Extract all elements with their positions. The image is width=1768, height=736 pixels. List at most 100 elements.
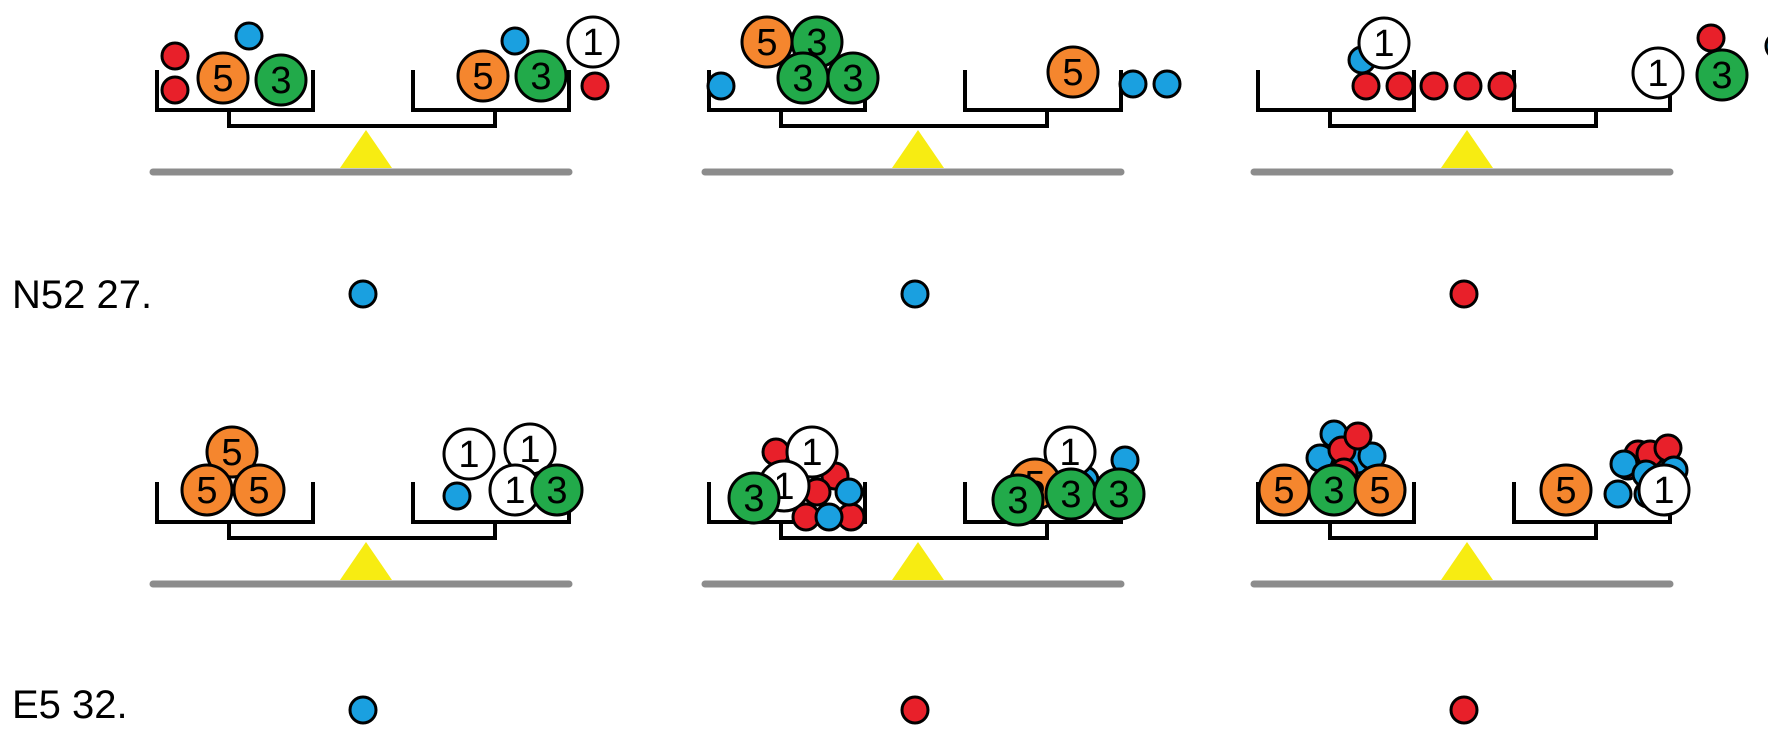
weight-5-ball	[205, 425, 259, 479]
beam	[779, 523, 1049, 540]
weight-1-ball-number: 1	[582, 22, 603, 64]
blue-ball	[1152, 69, 1182, 99]
weight-1-ball	[1631, 46, 1685, 100]
weight-3-ball-number: 3	[546, 470, 567, 512]
blue-ball	[500, 26, 530, 56]
weight-5-ball-number: 5	[212, 58, 233, 100]
weight-5-ball	[1539, 463, 1593, 517]
weight-5-ball	[1353, 463, 1407, 517]
weight-3-ball-number: 3	[792, 58, 813, 100]
weight-1-ball-number: 1	[1653, 470, 1674, 512]
answer-ball-2-1	[348, 695, 378, 725]
weight-5-ball-number: 5	[756, 22, 777, 64]
answer-ball-1-1	[348, 279, 378, 309]
weight-3-ball-number: 3	[1323, 470, 1344, 512]
weight-3-ball	[514, 49, 568, 103]
weight-3-ball-number: 3	[270, 60, 291, 102]
weight-3-ball-number: 3	[530, 56, 551, 98]
weight-5-ball	[1046, 45, 1100, 99]
red-ball	[160, 75, 190, 105]
weight-3-ball-number: 3	[1108, 474, 1129, 516]
weight-5-ball	[180, 463, 234, 517]
answer-ball-2-3	[1449, 695, 1479, 725]
beam	[1328, 523, 1598, 540]
weight-5-ball	[232, 463, 286, 517]
blue-ball	[814, 502, 844, 532]
left-pan-balls: 113	[727, 425, 866, 532]
right-pan-balls: 5	[1046, 45, 1182, 99]
beam	[779, 111, 1049, 128]
weight-1-ball-number: 1	[519, 429, 540, 471]
weight-1-ball	[1357, 16, 1411, 70]
weight-1-ball-number: 1	[504, 470, 525, 512]
weight-1-ball-number: 1	[458, 434, 479, 476]
answer-ball-2-2	[900, 695, 930, 725]
weight-3-ball	[727, 471, 781, 525]
weight-5-ball-number: 5	[1369, 470, 1390, 512]
blue-ball	[706, 71, 736, 101]
blue-ball	[1118, 69, 1148, 99]
weight-3-ball-number: 3	[1711, 55, 1732, 97]
weight-3-ball	[254, 53, 308, 107]
red-ball	[1453, 71, 1483, 101]
weight-5-ball-number: 5	[1062, 52, 1083, 94]
weight-3-ball	[826, 51, 880, 105]
blue-ball	[834, 477, 864, 507]
weight-3-ball	[991, 473, 1045, 527]
weight-5-ball-number: 5	[1273, 470, 1294, 512]
weight-3-ball-number: 3	[1007, 480, 1028, 522]
weight-5-ball-number: 5	[248, 470, 269, 512]
right-pan	[411, 70, 571, 112]
fulcrum-triangle	[892, 130, 944, 168]
weight-1-ball-number: 1	[1647, 53, 1668, 95]
row-label-1: N52 27.	[12, 273, 152, 317]
weight-3-ball	[1695, 48, 1749, 102]
red-ball	[160, 41, 190, 71]
red-ball	[1385, 71, 1415, 101]
answer-ball-1-2	[900, 279, 930, 309]
weight-1-ball-number: 1	[1373, 23, 1394, 65]
left-pan	[155, 482, 315, 524]
red-ball	[580, 71, 610, 101]
weight-1-ball	[566, 15, 620, 69]
fulcrum-triangle	[892, 542, 944, 580]
fulcrum-triangle	[1441, 542, 1493, 580]
weight-3-ball	[1092, 467, 1146, 521]
left-pan	[707, 482, 867, 524]
left-pan	[1256, 482, 1416, 524]
left-pan	[155, 70, 315, 112]
red-ball	[1419, 71, 1449, 101]
red-ball	[1696, 23, 1726, 53]
weight-5-ball	[196, 51, 250, 105]
weight-3-ball-number: 3	[842, 58, 863, 100]
weight-1-ball	[442, 427, 496, 481]
weight-5-ball-number: 5	[1555, 470, 1576, 512]
weight-1-ball	[1637, 463, 1691, 517]
weight-3-ball-number: 3	[1060, 474, 1081, 516]
weight-5-ball-number: 5	[472, 56, 493, 98]
weight-5-ball-number: 5	[196, 470, 217, 512]
answer-ball-1-3	[1449, 279, 1479, 309]
beam	[227, 523, 497, 540]
fulcrum-triangle	[340, 130, 392, 168]
left-pan-balls: 1	[1347, 16, 1517, 101]
red-ball	[1487, 71, 1517, 101]
fulcrum-triangle	[1441, 130, 1493, 168]
weight-3-ball	[530, 463, 584, 517]
weight-1-ball-number: 1	[801, 432, 822, 474]
